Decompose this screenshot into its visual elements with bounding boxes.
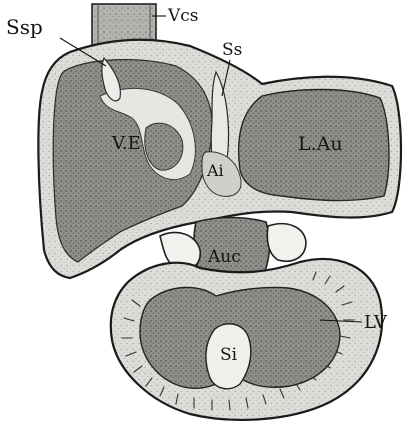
label-ss: Ss — [222, 40, 242, 60]
label-si: Si — [220, 345, 238, 365]
endocardial-cushion-right — [267, 224, 306, 261]
label-ai: Ai — [206, 161, 224, 180]
label-vcs: Vcs — [167, 6, 199, 26]
label-auc: Auc — [207, 247, 241, 267]
label-lv: LV — [364, 312, 388, 333]
label-ssp: Ssp — [6, 15, 43, 39]
label-lau: L.Au — [298, 133, 343, 155]
label-ve: V.E — [111, 133, 141, 154]
